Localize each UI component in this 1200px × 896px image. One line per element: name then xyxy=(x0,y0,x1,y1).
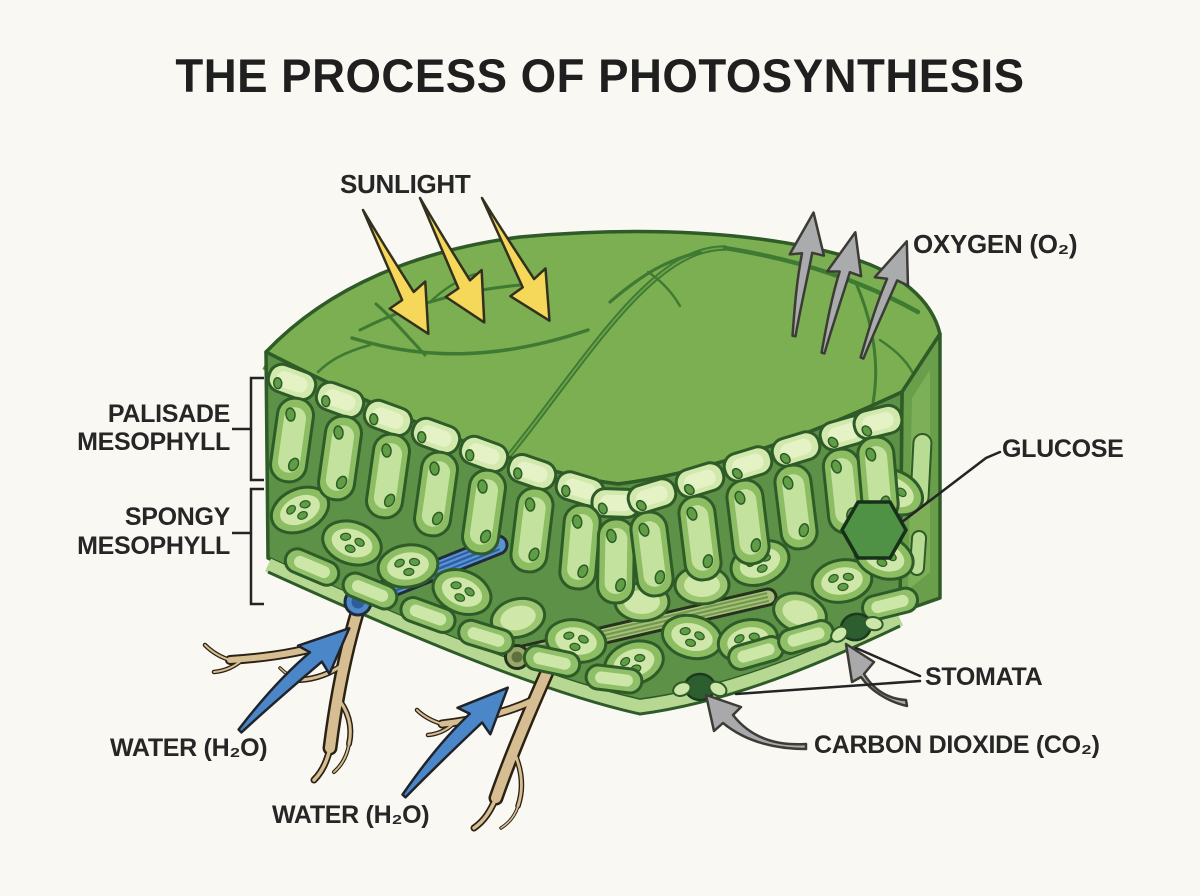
carbon-dioxide-label: CARBON DIOXIDE (CO₂) xyxy=(814,731,1100,759)
spongy-mesophyll-label: SPONGY MESOPHYLL xyxy=(77,503,230,561)
palisade-cell xyxy=(595,517,637,605)
stomata-leader-line-2 xyxy=(734,679,922,696)
glucose-label: GLUCOSE xyxy=(1002,435,1124,463)
palisade-label-line1: PALISADE xyxy=(107,400,230,428)
stomata-arrow-icon xyxy=(844,642,909,708)
sunlight-label: SUNLIGHT xyxy=(340,169,471,199)
carbon-dioxide-arrow-icon xyxy=(704,693,808,751)
stomata-label: STOMATA xyxy=(925,663,1043,691)
glucose-leader-line xyxy=(900,450,1002,524)
water-label-2: WATER (H₂O) xyxy=(272,801,430,829)
palisade-mesophyll-label: PALISADE MESOPHYLL xyxy=(77,400,230,456)
page-title: THE PROCESS OF PHOTOSYNTHESIS xyxy=(175,49,1025,102)
lower-epidermis-cell xyxy=(583,662,645,696)
layer-brackets xyxy=(232,376,264,606)
water-label-1: WATER (H₂O) xyxy=(110,734,268,762)
palisade-cell xyxy=(556,502,604,592)
oxygen-label: OXYGEN (O₂) xyxy=(913,229,1078,259)
stomata-leader-line-1 xyxy=(854,646,922,678)
palisade-bracket xyxy=(249,376,264,482)
leaf-underside-strip xyxy=(265,558,904,716)
glucose-hexagon xyxy=(840,500,908,560)
spongy-label-line2: MESOPHYLL xyxy=(77,532,230,560)
spongy-bracket xyxy=(249,487,264,606)
leader-lines xyxy=(734,450,1002,696)
spongy-label-line1: SPONGY xyxy=(124,503,230,531)
palisade-label-line2: MESOPHYLL xyxy=(77,428,230,456)
